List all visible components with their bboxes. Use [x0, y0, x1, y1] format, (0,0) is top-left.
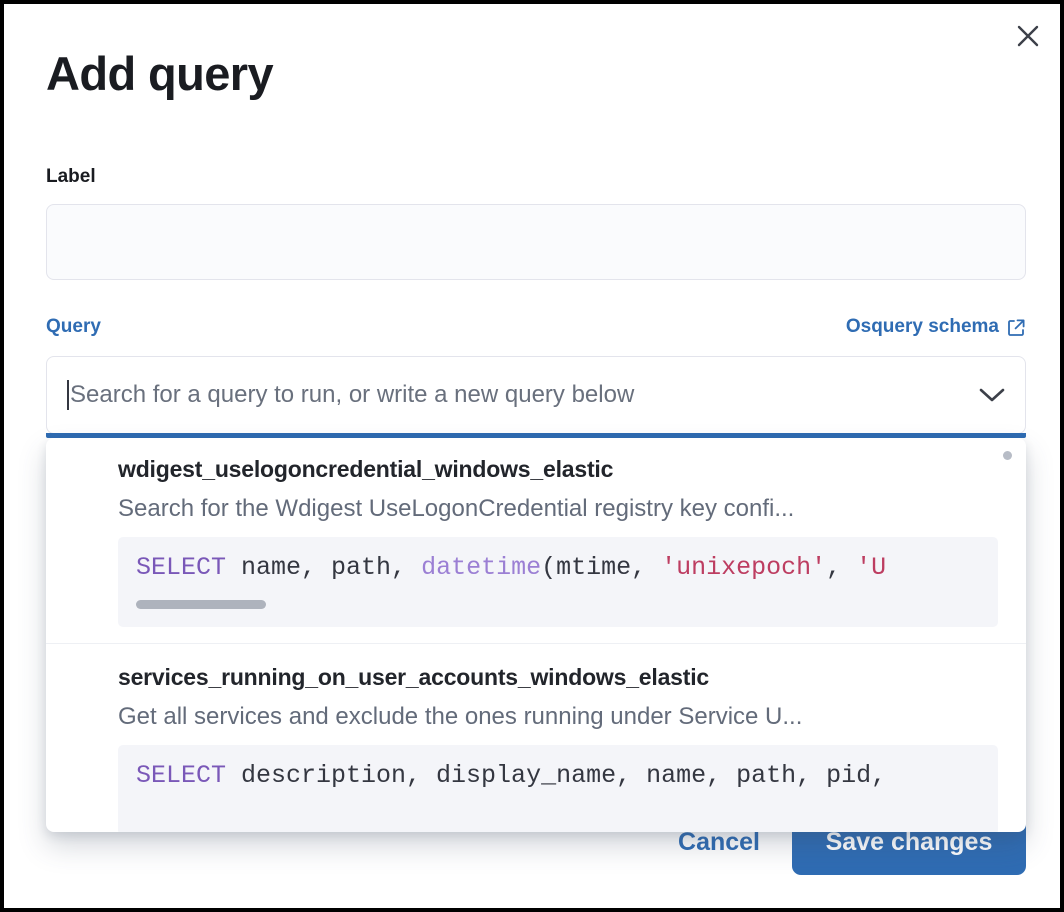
osquery-schema-link[interactable]: Osquery schema — [846, 316, 1026, 338]
query-search-combobox[interactable]: Search for a query to run, or write a ne… — [46, 356, 1026, 434]
option-description: Search for the Wdigest UseLogonCredentia… — [118, 495, 795, 522]
option-title: wdigest_uselogoncredential_windows_elast… — [118, 456, 614, 482]
chevron-down-icon[interactable] — [977, 386, 1007, 404]
osquery-schema-link-label: Osquery schema — [845, 316, 999, 337]
combobox-focus-underline — [46, 433, 1026, 438]
query-section-header: Query Osquery schema — [46, 316, 1026, 338]
code-scrollbar-thumb[interactable] — [136, 600, 266, 609]
option-code-block: SELECT description, display_name, name, … — [118, 745, 998, 832]
label-field-label: Label — [46, 166, 96, 187]
code-scrollbar[interactable] — [136, 600, 981, 609]
query-options-dropdown: wdigest_uselogoncredential_windows_elast… — [46, 438, 1026, 832]
close-icon[interactable] — [1006, 14, 1050, 58]
query-label: Query — [46, 316, 101, 337]
option-title: services_running_on_user_accounts_window… — [118, 664, 709, 690]
list-item[interactable]: wdigest_uselogoncredential_windows_elast… — [46, 438, 1026, 627]
code-line: SELECT description, display_name, name, … — [136, 761, 887, 790]
text-caret — [67, 380, 69, 410]
cancel-button[interactable]: Cancel — [672, 818, 766, 867]
option-code-block: SELECT name, path, datetime(mtime, 'unix… — [118, 537, 998, 627]
code-line: SELECT name, path, datetime(mtime, 'unix… — [136, 553, 887, 582]
label-input[interactable] — [46, 204, 1026, 280]
add-query-modal: Add query Label Query Osquery schema Sea… — [4, 4, 1060, 908]
option-description: Get all services and exclude the ones ru… — [118, 703, 803, 730]
dropdown-scrollbar[interactable] — [1003, 451, 1012, 460]
external-link-icon — [1007, 318, 1026, 337]
query-search-input[interactable]: Search for a query to run, or write a ne… — [70, 383, 635, 407]
page-title: Add query — [46, 47, 274, 100]
list-item[interactable]: services_running_on_user_accounts_window… — [46, 643, 1026, 832]
